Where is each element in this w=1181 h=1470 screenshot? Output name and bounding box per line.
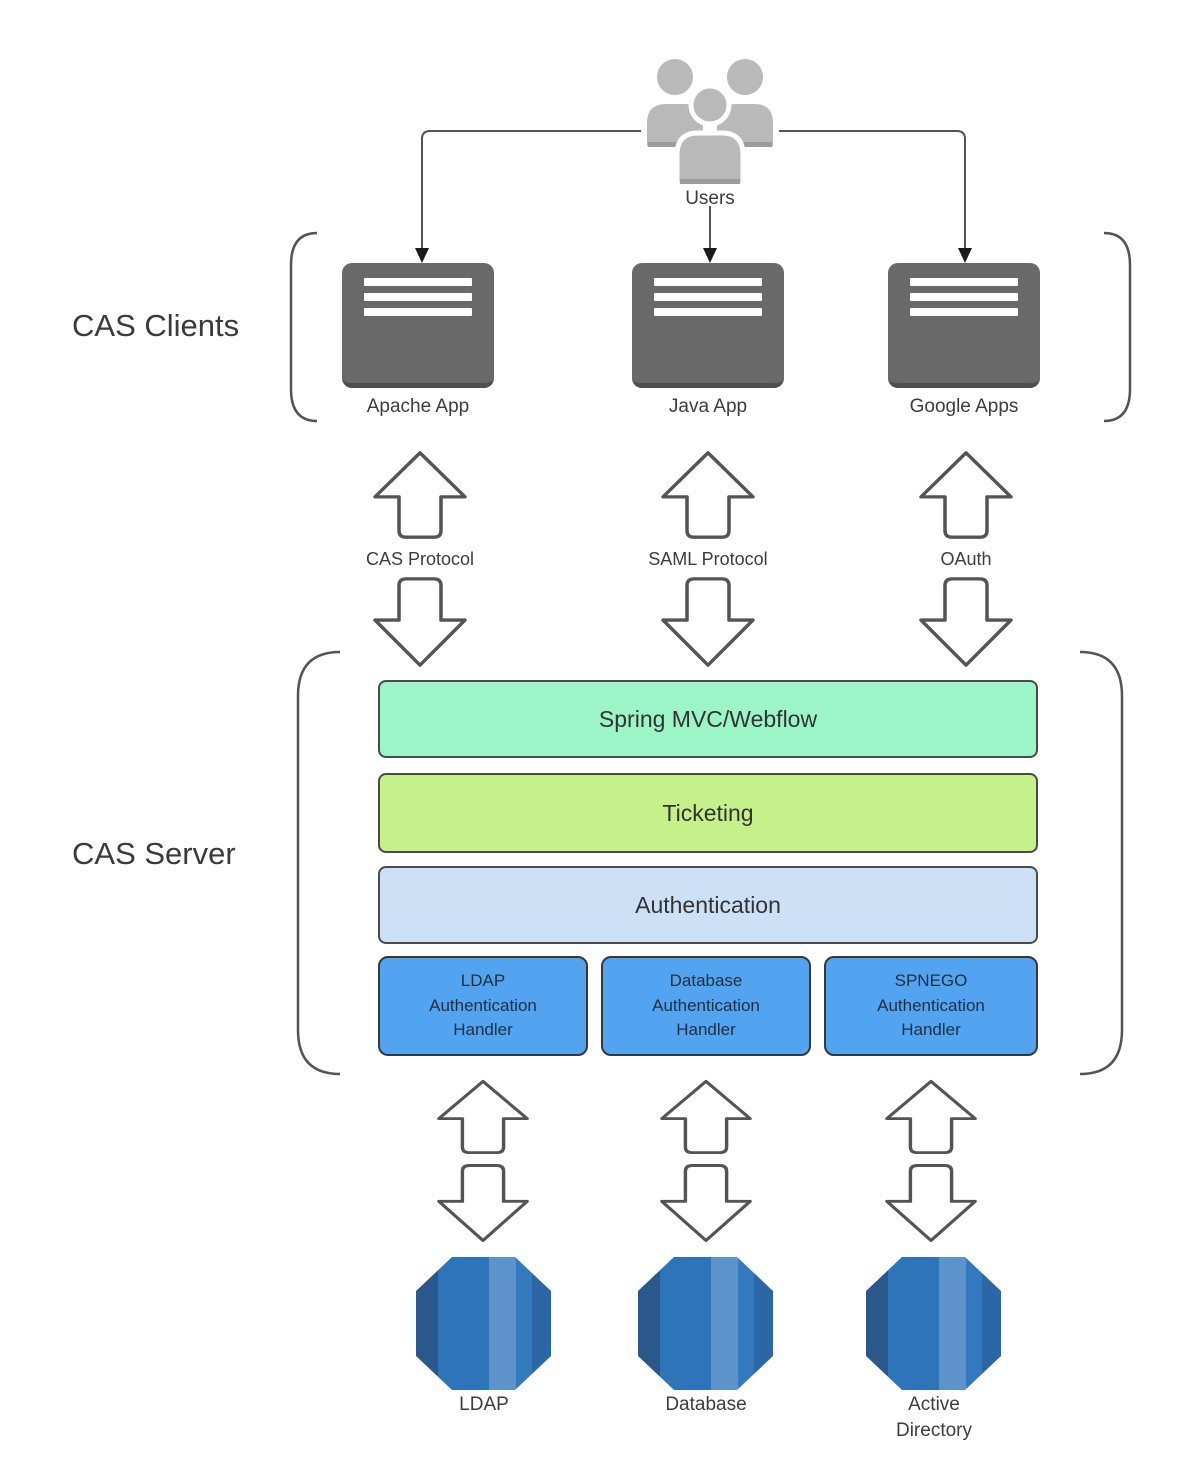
app-window-icon (342, 263, 494, 316)
client-apache-app (342, 263, 494, 388)
clients-bracket-left (289, 231, 318, 423)
clients-bracket-right (1103, 231, 1132, 423)
down-arrow-icon (373, 577, 467, 667)
database-icon-database (638, 1257, 773, 1390)
server-bracket-right (1079, 650, 1124, 1076)
clients-group-label: CAS Clients (72, 308, 240, 343)
down-arrow-icon (661, 577, 755, 667)
server-bracket-left (296, 650, 341, 1076)
arrowhead-center (703, 248, 717, 263)
up-arrow-icon (885, 1079, 977, 1155)
app-window-icon (888, 263, 1040, 316)
arrowhead-left (415, 248, 429, 263)
arrowhead-right (958, 248, 972, 263)
handler-database: Database Authentication Handler (601, 956, 811, 1056)
client-label-google: Google Apps (909, 396, 1019, 417)
handler-spnego: SPNEGO Authentication Handler (824, 956, 1038, 1056)
connector-lines (415, 130, 972, 263)
database-icon-ldap (416, 1257, 551, 1390)
up-arrow-icon (919, 451, 1013, 539)
layer-spring-mvc-webflow: Spring MVC/Webflow (378, 680, 1038, 758)
down-arrow-icon (660, 1164, 752, 1242)
client-google-apps (888, 263, 1040, 388)
protocol-label-saml: SAML Protocol (648, 549, 768, 569)
client-label-java: Java App (668, 396, 748, 417)
database-icon-active-directory (866, 1257, 1001, 1390)
datastore-label-ldap: LDAP (459, 1394, 509, 1415)
down-arrow-icon (437, 1164, 529, 1242)
layer-label: Authentication (635, 891, 781, 918)
layer-label: Ticketing (662, 799, 754, 826)
layer-ticketing: Ticketing (378, 773, 1038, 853)
up-arrow-icon (373, 451, 467, 539)
up-arrow-icon (660, 1079, 752, 1155)
client-java-app (632, 263, 784, 388)
users-label: Users (685, 188, 735, 209)
up-arrow-icon (661, 451, 755, 539)
down-arrow-icon (919, 577, 1013, 667)
protocol-label-oauth: OAuth (940, 549, 992, 569)
down-arrow-icon (885, 1164, 977, 1242)
datastore-label-database: Database (665, 1394, 747, 1415)
up-arrow-icon (437, 1079, 529, 1155)
datastore-label-active-directory: Active Directory (895, 1394, 972, 1441)
server-group-label: CAS Server (72, 836, 236, 871)
layer-authentication: Authentication (378, 866, 1038, 944)
layer-label: Spring MVC/Webflow (598, 705, 818, 732)
users-icon (641, 55, 779, 187)
app-window-icon (632, 263, 784, 316)
client-label-apache: Apache App (366, 396, 470, 417)
handler-ldap: LDAP Authentication Handler (378, 956, 588, 1056)
protocol-label-cas: CAS Protocol (365, 549, 475, 569)
